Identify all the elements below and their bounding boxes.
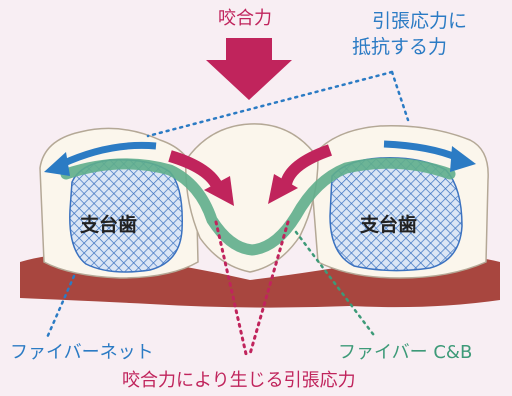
tensile-stress-label: 咬合力により生じる引張応力 bbox=[122, 372, 356, 390]
tensile-resist-label-line1: 引張応力に bbox=[372, 12, 467, 31]
abutment-label-right: 支台歯 bbox=[360, 216, 417, 235]
tensile-resist-label-line2: 抵抗する力 bbox=[352, 38, 447, 57]
bite-force-arrow bbox=[206, 38, 292, 100]
abutment-label-left: 支台歯 bbox=[80, 216, 137, 235]
fiber-net-label: ファイバーネット bbox=[10, 344, 154, 362]
bite-force-label: 咬合力 bbox=[218, 10, 272, 28]
fiber-cb-label: ファイバー C&B bbox=[338, 344, 472, 362]
